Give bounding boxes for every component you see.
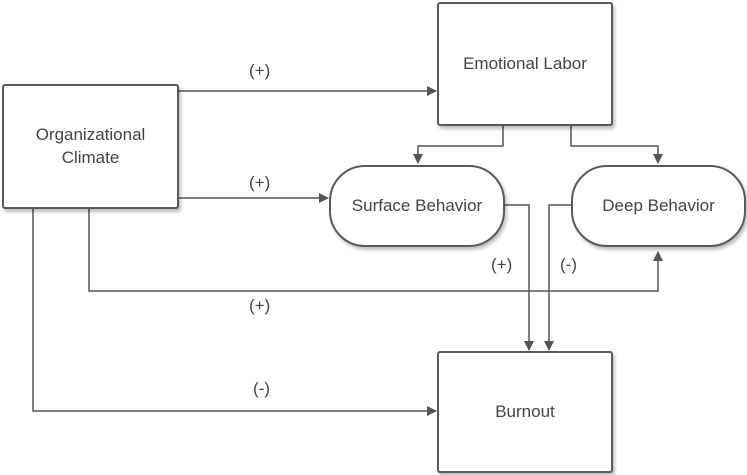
arrow-el-to-db xyxy=(570,126,663,164)
burnout-node: Burnout xyxy=(437,351,613,473)
surface-behavior-label: Surface Behavior xyxy=(351,195,483,215)
edge-label-oc-to-sb: (+) xyxy=(249,173,271,192)
arrow-oc-to-bo xyxy=(32,209,437,416)
deep-behavior-node: Deep Behavior xyxy=(571,165,746,247)
burnout-label: Burnout xyxy=(495,401,555,421)
edge-label-oc-to-bo: (-) xyxy=(253,379,270,398)
arrow-sb-to-bo xyxy=(505,204,534,351)
edge-label-oc-to-el: (+) xyxy=(249,61,271,80)
organizational-climate-node: Organizational Climate xyxy=(2,84,179,209)
arrow-oc-to-db xyxy=(88,209,663,292)
emotional-labor-label: Emotional Labor xyxy=(463,53,587,73)
organizational-climate-label: Organizational Climate xyxy=(35,125,146,167)
deep-behavior-label: Deep Behavior xyxy=(602,195,715,215)
edge-label-db-to-bo: (-) xyxy=(560,255,577,274)
arrow-db-to-bo xyxy=(544,204,572,351)
emotional-labor-node: Emotional Labor xyxy=(437,2,613,126)
edge-label-sb-to-bo: (+) xyxy=(491,255,513,274)
arrow-el-to-sb xyxy=(413,126,504,164)
surface-behavior-node: Surface Behavior xyxy=(329,165,505,247)
edge-label-oc-to-db: (+) xyxy=(249,296,271,315)
